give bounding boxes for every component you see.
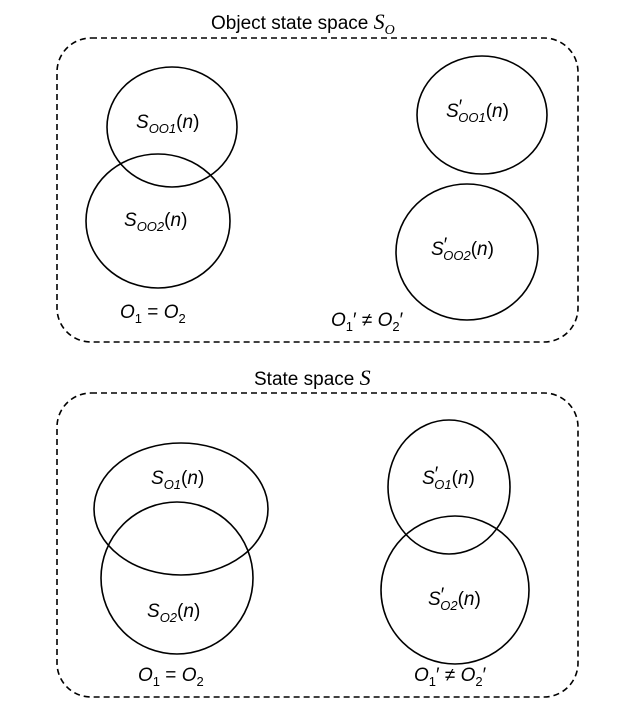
relation-notequal-top: O1′ ≠ O2′: [331, 310, 404, 334]
set-so1-label: SO1(n): [151, 468, 204, 492]
set-soo2-label: SOO2(n): [124, 210, 187, 234]
set-soo1-prime-label: S′OO1(n): [446, 97, 509, 125]
set-so2-prime-label: S′O2(n): [428, 585, 481, 613]
set-so2-circle: [100, 501, 254, 655]
set-soo1-label: SOO1(n): [136, 112, 199, 136]
object-state-space-frame: [56, 37, 579, 343]
set-so1-prime-circle: [387, 419, 511, 555]
set-so2-label: SO2(n): [147, 601, 200, 625]
top-panel: Object state space SO SOO1(n) SOO2(n) O1…: [56, 9, 579, 343]
relation-notequal-bottom: O1′ ≠ O2′: [414, 665, 487, 689]
set-so1-prime-label: S′O1(n): [422, 464, 475, 492]
relation-equal-bottom: O1 = O2: [138, 665, 204, 689]
state-space-frame: [56, 392, 579, 698]
set-soo2-prime-label: S′OO2(n): [431, 235, 494, 263]
set-soo1-prime-circle: [416, 55, 548, 175]
set-soo2-circle: [85, 153, 231, 289]
bottom-panel: State space S SO1(n) SO2(n) O1 = O2 S′O1…: [56, 365, 579, 698]
set-soo1-circle: [106, 66, 238, 188]
bottom-panel-title: State space S: [254, 365, 371, 390]
set-so2-prime-circle: [380, 515, 530, 665]
top-panel-title: Object state space SO: [211, 9, 395, 38]
set-soo2-prime-circle: [395, 183, 539, 321]
set-so1-circle: [93, 442, 269, 576]
relation-equal-top: O1 = O2: [120, 302, 186, 326]
